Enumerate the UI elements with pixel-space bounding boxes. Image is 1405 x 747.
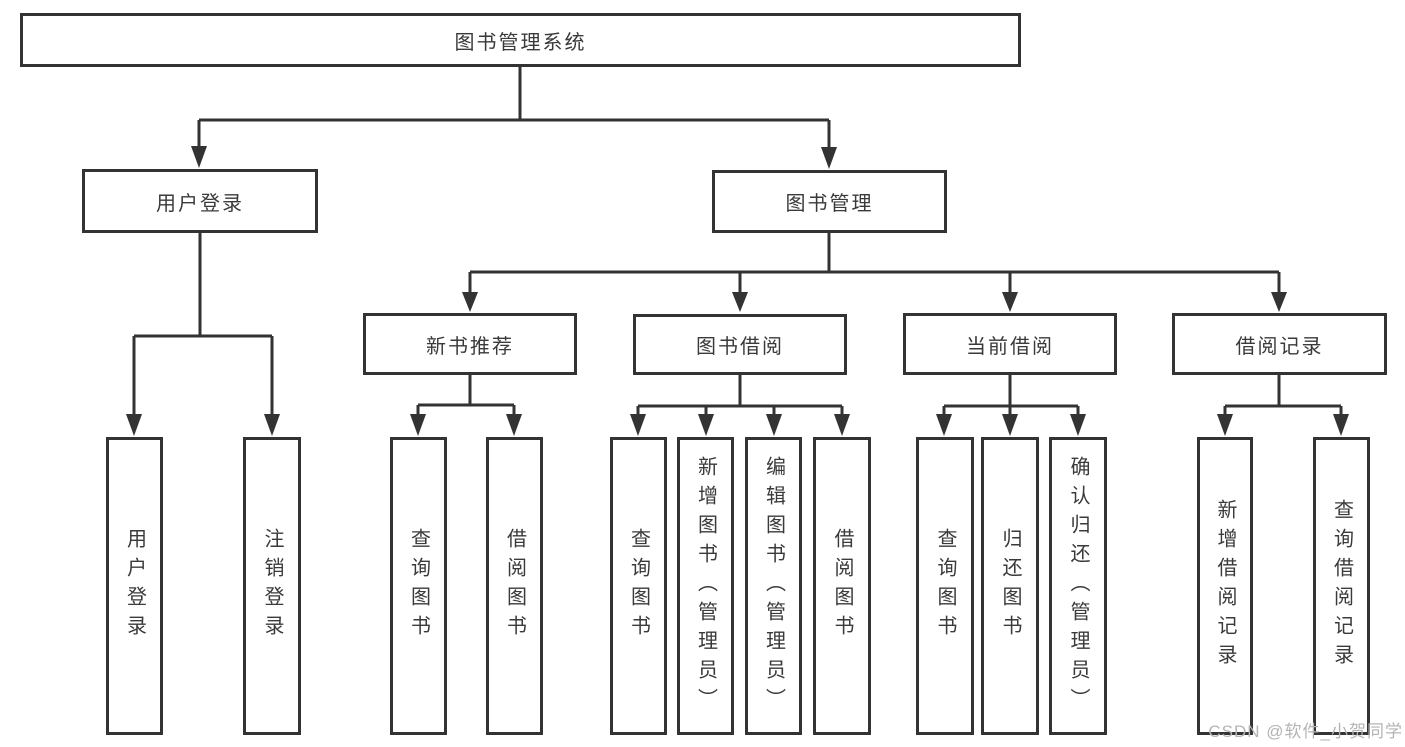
node-book-management: 图书管理 bbox=[712, 170, 947, 233]
arrowhead bbox=[462, 292, 478, 312]
leaf-query-books-1: 查询图书 bbox=[390, 437, 447, 735]
arrowhead bbox=[126, 414, 142, 436]
node-borrowing-records: 借阅记录 bbox=[1172, 313, 1387, 375]
arrowhead bbox=[936, 414, 952, 436]
arrowhead bbox=[1002, 414, 1018, 436]
arrowhead bbox=[191, 146, 207, 168]
leaf-logout-label: 注销登录 bbox=[261, 528, 283, 644]
node-root-label: 图书管理系统 bbox=[454, 31, 587, 54]
leaf-user-login-label: 用户登录 bbox=[123, 528, 146, 644]
leaf-add-books-admin: 新增图书（管理员） bbox=[677, 437, 734, 735]
node-new-book-recommend: 新书推荐 bbox=[363, 313, 577, 375]
node-user-login-label: 用户登录 bbox=[156, 192, 244, 215]
leaf-logout: 注销登录 bbox=[243, 437, 301, 735]
node-root: 图书管理系统 bbox=[20, 13, 1021, 67]
arrowhead bbox=[264, 414, 280, 436]
arrowhead bbox=[1002, 292, 1018, 312]
leaf-query-books-2-label: 查询图书 bbox=[627, 528, 650, 644]
arrowhead bbox=[410, 414, 426, 436]
connector-new-book-children bbox=[410, 375, 522, 436]
connector-book-borrow-children bbox=[630, 375, 850, 436]
leaf-edit-books-admin-label: 编辑图书（管理员） bbox=[762, 455, 785, 717]
leaf-borrow-books-1-label: 借阅图书 bbox=[503, 528, 526, 644]
leaf-return-books: 归还图书 bbox=[981, 437, 1039, 735]
arrowhead bbox=[732, 292, 748, 312]
arrowhead bbox=[821, 147, 837, 169]
connector-borrow-record-children bbox=[1217, 375, 1349, 436]
leaf-query-books-3: 查询图书 bbox=[916, 437, 974, 735]
leaf-borrow-books-2: 借阅图书 bbox=[813, 437, 871, 735]
leaf-borrow-books-2-label: 借阅图书 bbox=[831, 528, 853, 644]
node-new-book-recommend-label: 新书推荐 bbox=[426, 335, 514, 358]
leaf-user-login: 用户登录 bbox=[106, 437, 163, 735]
csdn-watermark: CSDN @软件_小贺同学 bbox=[1208, 722, 1403, 741]
arrowhead bbox=[1217, 414, 1233, 436]
arrowhead bbox=[766, 414, 782, 436]
leaf-add-borrow-record: 新增借阅记录 bbox=[1197, 437, 1253, 735]
leaf-return-books-label: 归还图书 bbox=[999, 528, 1021, 644]
leaf-add-borrow-record-label: 新增借阅记录 bbox=[1214, 499, 1236, 673]
arrowhead bbox=[1070, 414, 1086, 436]
arrowhead bbox=[506, 414, 522, 436]
leaf-edit-books-admin: 编辑图书（管理员） bbox=[745, 437, 802, 735]
node-current-borrowing: 当前借阅 bbox=[903, 313, 1117, 375]
arrowhead bbox=[698, 414, 714, 436]
node-user-login: 用户登录 bbox=[82, 169, 318, 233]
node-book-borrowing-label: 图书借阅 bbox=[696, 336, 784, 358]
node-book-borrowing: 图书借阅 bbox=[633, 314, 847, 375]
leaf-query-books-2: 查询图书 bbox=[610, 437, 667, 735]
arrowhead bbox=[630, 414, 646, 436]
connector-current-borrow-children bbox=[936, 375, 1086, 436]
arrowhead bbox=[1333, 414, 1349, 436]
connector-root-to-level2 bbox=[191, 66, 837, 169]
leaf-query-books-3-label: 查询图书 bbox=[934, 528, 956, 644]
leaf-confirm-return-admin-label: 确认归还（管理员） bbox=[1067, 455, 1089, 717]
leaf-confirm-return-admin: 确认归还（管理员） bbox=[1049, 437, 1107, 735]
leaf-query-books-1-label: 查询图书 bbox=[407, 528, 430, 644]
arrowhead bbox=[1271, 292, 1287, 312]
node-book-management-label: 图书管理 bbox=[785, 193, 874, 215]
leaf-query-borrow-record: 查询借阅记录 bbox=[1313, 437, 1370, 735]
connector-user-login-children bbox=[126, 233, 280, 436]
leaf-borrow-books-1: 借阅图书 bbox=[486, 437, 543, 735]
leaf-query-borrow-record-label: 查询借阅记录 bbox=[1330, 499, 1353, 673]
connector-book-mgmt-children bbox=[462, 233, 1287, 312]
node-borrowing-records-label: 借阅记录 bbox=[1235, 335, 1324, 358]
arrowhead bbox=[834, 414, 850, 436]
leaf-add-books-admin-label: 新增图书（管理员） bbox=[694, 455, 717, 717]
node-current-borrowing-label: 当前借阅 bbox=[966, 335, 1054, 358]
